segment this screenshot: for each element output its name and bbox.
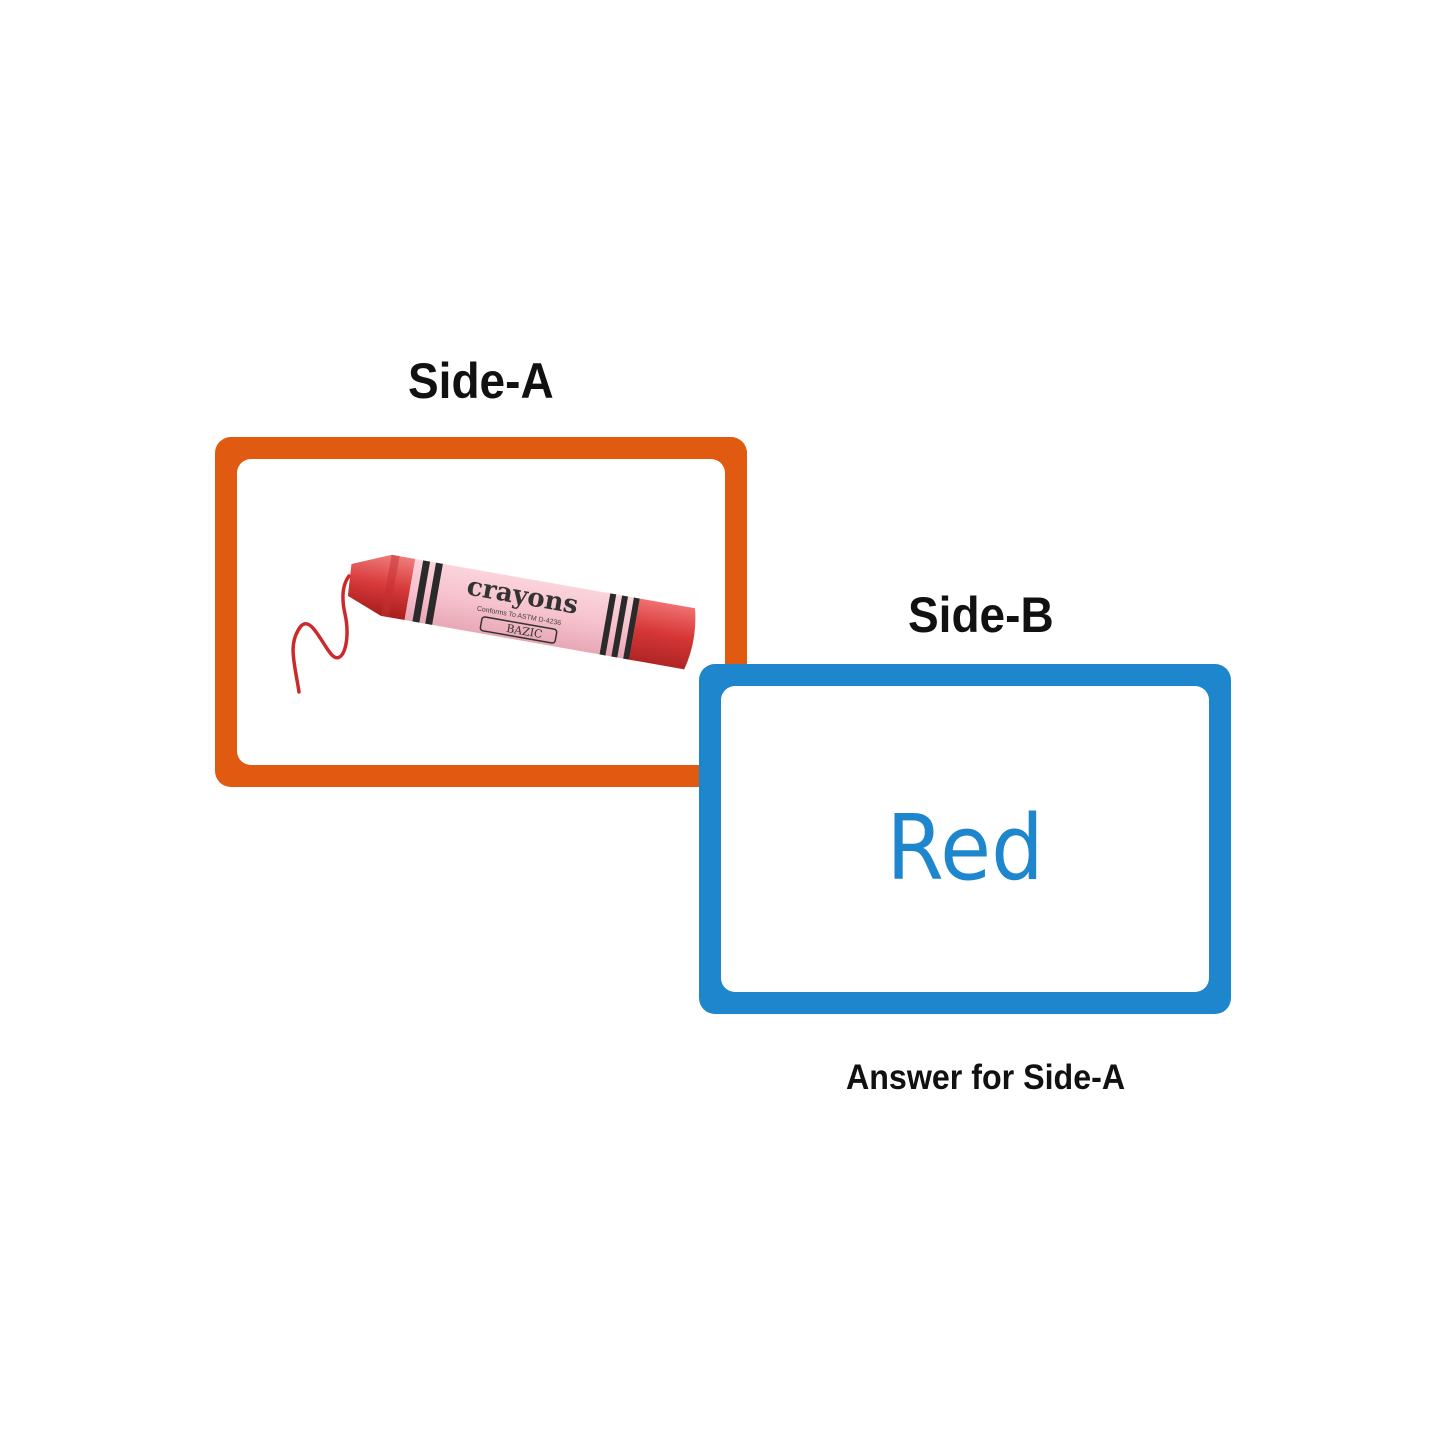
side-b-card: Red <box>699 664 1231 1014</box>
crayon-scribble <box>291 574 351 694</box>
crayon-tip <box>347 554 416 621</box>
crayon-end <box>629 598 696 670</box>
side-a-card-face: crayons Conforms To ASTM D-4236 BAZIC <box>237 459 725 765</box>
answer-word: Red <box>886 796 1044 901</box>
side-a-label: Side-A <box>408 353 554 409</box>
side-b-card-face: Red <box>721 686 1209 992</box>
crayon-illustration: crayons Conforms To ASTM D-4236 BAZIC <box>287 544 717 704</box>
crayon-icon: crayons Conforms To ASTM D-4236 BAZIC <box>291 554 696 694</box>
side-a-card: crayons Conforms To ASTM D-4236 BAZIC <box>215 437 747 787</box>
crayon-brand: BAZIC <box>505 622 543 641</box>
crayon-wrapper <box>404 558 652 662</box>
answer-caption: Answer for Side-A <box>846 1058 1126 1097</box>
side-b-label: Side-B <box>908 587 1054 643</box>
